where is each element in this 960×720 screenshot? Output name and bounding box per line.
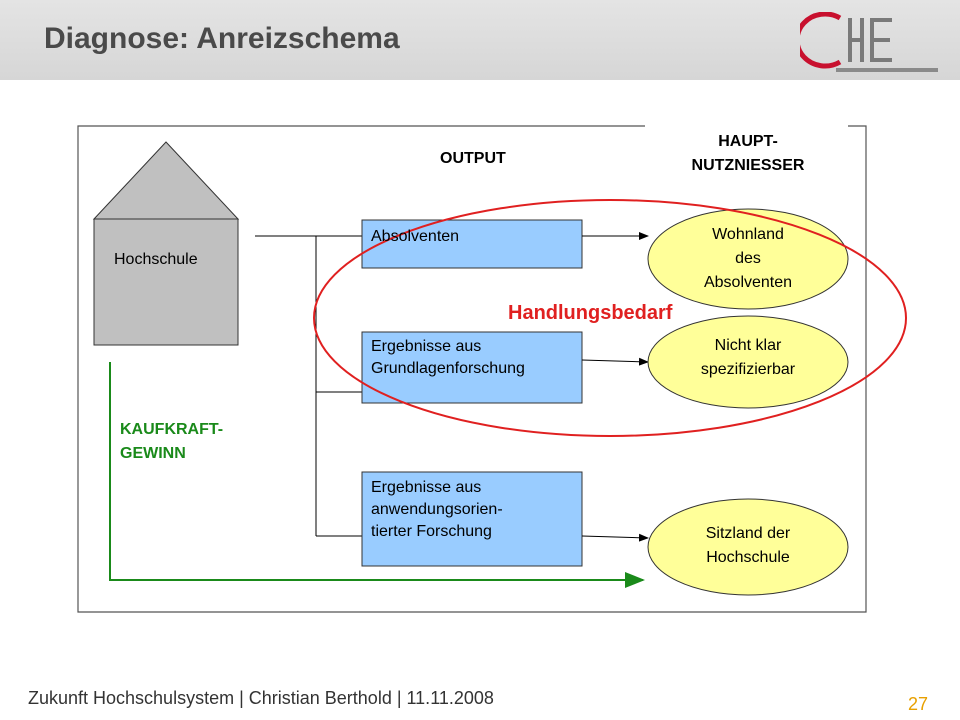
beneficiary-ellipse-wohnland	[647, 208, 849, 310]
slide-title: Diagnose: Anreizschema	[44, 22, 400, 55]
slide-footer: Zukunft Hochschulsystem | Christian Bert…	[28, 688, 494, 708]
beneficiary-ellipse-unspecified	[647, 315, 849, 409]
house-roof	[92, 141, 240, 220]
page-number: 27	[908, 694, 929, 714]
beneficiary-label-wohnland: Wohnland des Absolventen	[703, 226, 793, 291]
arrow-grundlagen	[581, 357, 649, 366]
output-label-anwendung: Ergebnisse aus anwendungsorien- tierter …	[371, 479, 503, 540]
purchasing-power-label: KAUFKRAFT- GEWINN	[120, 421, 224, 462]
house-label: Hochschule	[114, 251, 198, 268]
output-label-grundlagen: Ergebnisse aus Grundlagenforschung	[371, 338, 525, 377]
beneficiary-label-unspecified: Nicht klar spezifizierbar	[700, 337, 796, 378]
beneficiary-label-sitzland: Sitzland der Hochschule	[705, 525, 791, 566]
output-header: OUTPUT	[440, 150, 506, 167]
che-logo	[800, 12, 938, 72]
arrow-anwendung	[581, 533, 649, 542]
slide-header	[0, 0, 960, 80]
output-box-grundlagen	[361, 331, 583, 404]
beneficiary-ellipse-sitzland	[647, 498, 849, 596]
beneficiary-header: HAUPT- NUTZNIESSER	[691, 133, 805, 174]
diagram-frame	[77, 125, 867, 613]
house-body	[93, 218, 239, 346]
output-box-absolventen	[361, 219, 583, 269]
output-box-anwendung	[361, 471, 583, 567]
action-needed-label: Handlungsbedarf	[508, 302, 673, 324]
output-label-absolventen: Absolventen	[371, 228, 460, 245]
purchasing-power-arrow	[109, 362, 645, 588]
action-needed-circle	[313, 199, 907, 437]
